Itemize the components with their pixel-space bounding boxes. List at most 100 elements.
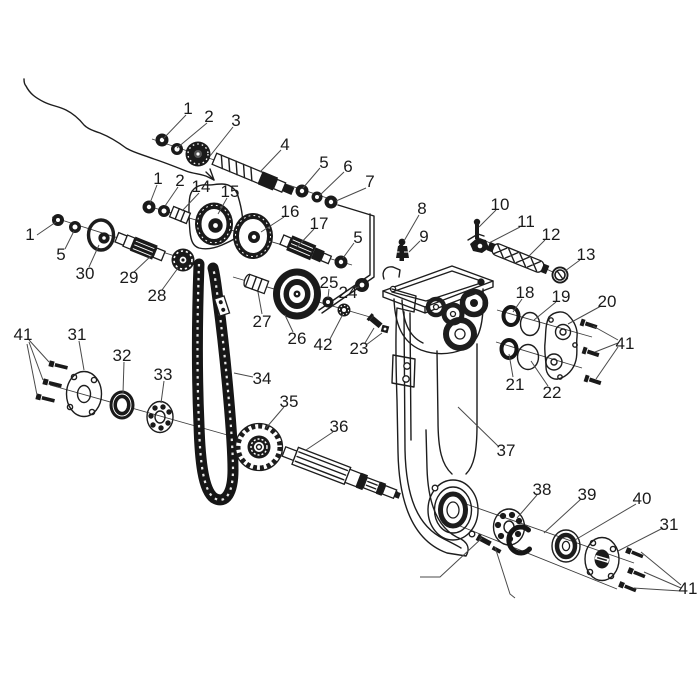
callout-label-30: 30 (76, 264, 95, 283)
flange-31-left (65, 370, 103, 418)
callout-leader (28, 341, 44, 381)
callout-label-7: 7 (365, 172, 374, 191)
sprocket-35 (234, 422, 284, 472)
kick-shaft-row (155, 133, 338, 209)
ring-19 (519, 311, 541, 337)
callout-leader (26, 343, 38, 396)
callout-label-10: 10 (491, 195, 510, 214)
callout-leader (176, 122, 208, 149)
callout-leader (257, 291, 263, 315)
callout-leader (543, 498, 582, 534)
callout-label-9: 9 (419, 227, 428, 246)
callout-leader (88, 244, 100, 268)
callout-leader (318, 171, 345, 197)
screws-23 (366, 313, 390, 334)
callout-leader (617, 527, 664, 552)
callout-label-38: 38 (533, 480, 552, 499)
callout-label-39: 39 (578, 485, 597, 504)
cap-13 (551, 266, 569, 284)
callout-label-33: 33 (154, 365, 173, 384)
callout-leader (327, 288, 330, 299)
callout-leader (564, 259, 581, 272)
callout-leader (259, 149, 282, 173)
countershaft-row (142, 200, 348, 269)
cover-plate-20 (544, 311, 578, 380)
callout-label-1: 1 (25, 225, 34, 244)
unlabeled-leader (420, 537, 483, 578)
callout-label-3: 3 (231, 111, 240, 130)
spring-12 (486, 241, 550, 275)
unlabeled-leader (494, 546, 516, 599)
lower-boss (427, 479, 479, 541)
sprocket-28 (171, 248, 195, 272)
callout-leader (633, 587, 682, 592)
callout-label-6: 6 (343, 157, 352, 176)
callout-leader (164, 186, 179, 207)
callout-leader (512, 298, 523, 313)
callout-leader (640, 551, 682, 586)
callout-label-42: 42 (314, 335, 333, 354)
callout-label-18: 18 (516, 283, 535, 302)
gasket-plate-outline (318, 204, 375, 314)
callout-label-11: 11 (517, 212, 535, 231)
callout-label-13: 13 (577, 245, 596, 264)
callout-leader (265, 406, 285, 429)
callout-label-22: 22 (543, 383, 562, 402)
nut-7 (324, 195, 338, 209)
callout-label-2: 2 (175, 171, 184, 190)
pin-10 (473, 218, 481, 239)
output-group (234, 422, 401, 500)
callout-label-29: 29 (120, 268, 139, 287)
ring-30 (86, 218, 116, 252)
highlight-loop-part-15 (188, 183, 244, 250)
seal-40 (551, 529, 581, 563)
callout-leader (403, 214, 420, 242)
callout-label-5: 5 (353, 228, 362, 247)
callout-leader (36, 221, 57, 236)
callout-leader (28, 339, 50, 363)
callout-leader (508, 353, 514, 378)
tensioner-arm (382, 266, 469, 557)
bolts-41-left (35, 360, 68, 403)
washer-6 (311, 191, 323, 203)
callout-label-5: 5 (319, 153, 328, 172)
spacer-14 (168, 205, 192, 225)
shaft-29 (114, 231, 166, 262)
shaft-17 (279, 234, 333, 265)
callout-label-24: 24 (339, 283, 358, 302)
stud (398, 244, 404, 261)
callout-leader (592, 325, 619, 341)
callout-label-2: 2 (204, 107, 213, 126)
callout-leader (133, 254, 153, 273)
callout-leader (217, 197, 228, 215)
callout-leader (260, 216, 285, 233)
callout-leader (181, 192, 200, 212)
callout-label-5: 5 (56, 245, 65, 264)
tensioner-adjuster-group (467, 218, 569, 284)
callout-label-37: 37 (497, 441, 516, 460)
bearing-bosses (425, 288, 489, 351)
callout-label-26: 26 (288, 329, 307, 348)
callout-leader (296, 228, 315, 248)
callout-label-36: 36 (330, 417, 349, 436)
callout-leader (457, 406, 499, 447)
callout-leader (643, 571, 682, 589)
gear-15 (195, 202, 233, 246)
callout-label-28: 28 (148, 286, 167, 305)
callout-label-41: 41 (14, 325, 33, 344)
shaft-36 (281, 445, 401, 500)
callout-label-12: 12 (542, 225, 561, 244)
callout-label-40: 40 (633, 489, 652, 508)
nut-1 (142, 200, 156, 214)
callout-leader (302, 167, 321, 189)
callout-label-19: 19 (552, 287, 571, 306)
circlip-39 (506, 524, 532, 556)
callout-label-1: 1 (183, 99, 192, 118)
gear-16 (233, 213, 273, 259)
callout-leader (594, 342, 619, 353)
callout-leader (488, 226, 521, 244)
output-bearing-row (492, 508, 646, 593)
callout-label-4: 4 (280, 135, 289, 154)
